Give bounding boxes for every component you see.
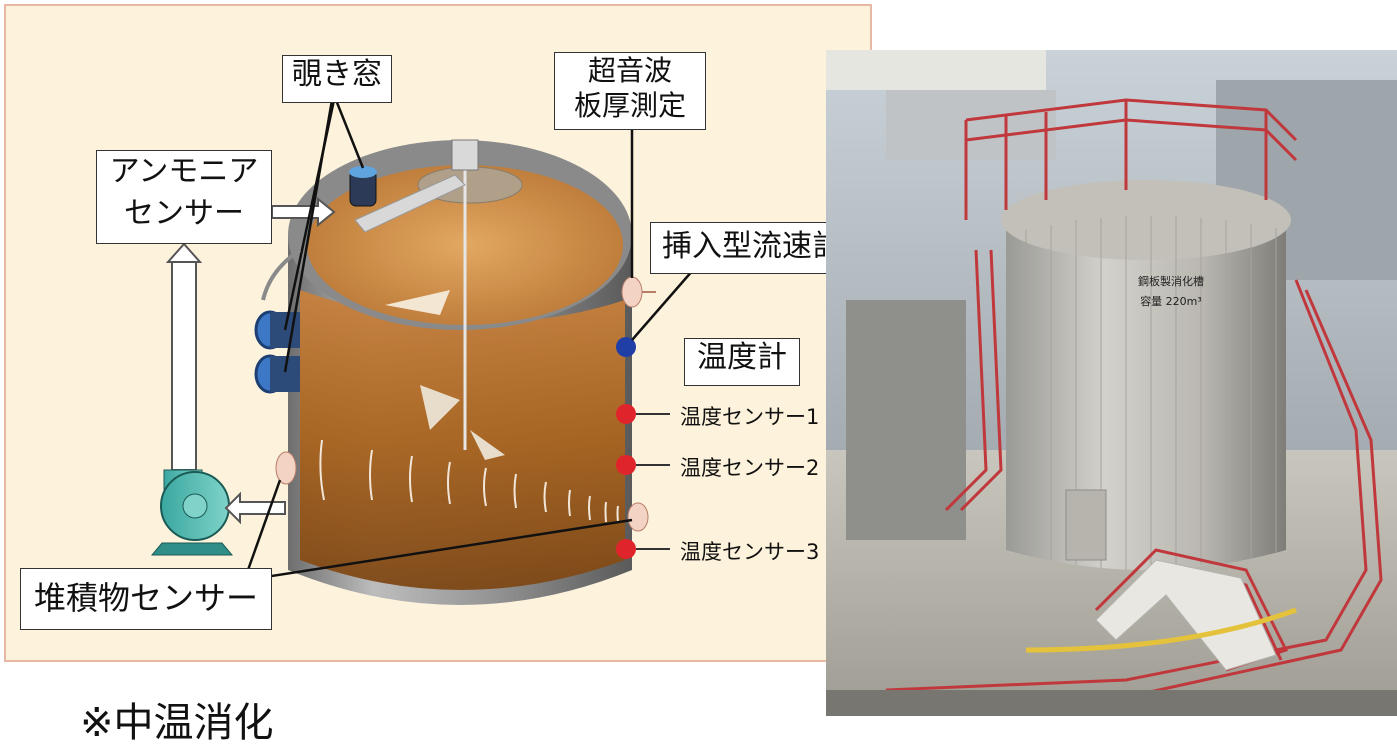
side-tank [846,300,966,540]
flow-meter-label: 挿入型流速計 [650,222,854,274]
temperature-sensor-dot-1 [616,404,636,424]
digester-photo: 鋼板製消化槽 容量 220m³ [826,50,1397,716]
stirrer-blade [385,290,450,315]
digester-diagram [150,99,701,605]
ultrasonic-line2: 板厚測定 [573,89,686,122]
sediment-arrow [224,491,286,525]
temperature-sensor-2-label: 温度センサー2 [680,456,820,480]
tank-sign-line1: 鋼板製消化槽 [1138,274,1204,288]
ammonia-sensor-label: アンモニア センサー [96,150,272,244]
tank-sign-line2: 容量 220m³ [1140,294,1202,308]
ultrasonic-sensor [621,276,643,308]
red-railings [885,98,1383,707]
peep-window-roof-top [349,166,377,178]
sediment-sensor-right [627,502,649,532]
ultrasonic-thickness-label: 超音波 板厚測定 [554,52,706,130]
ultrasonic-waves [319,439,619,523]
ammonia-line2: センサー [124,196,244,231]
temperature-sensor-3-label: 温度センサー3 [680,540,820,564]
ultrasonic-line1: 超音波 [587,54,672,87]
temperature-sensor-1-label: 温度センサー1 [680,405,820,429]
stirrer-blade [420,385,460,430]
sediment-sensor-label: 堆積物センサー [20,568,272,630]
ammonia-arrow-right [271,196,336,228]
roof-stairway [354,174,466,233]
white-staircase [1095,559,1277,671]
motor [451,139,479,171]
caption-mesophilic: ※中温消化 [80,700,274,746]
temperature-sensor-dot-3 [616,539,636,559]
thermometer-label: 温度計 [684,338,800,386]
sediment-sensor-left [275,451,297,485]
flow-meter-dot [616,337,636,357]
pump-icon [150,469,234,556]
ammonia-arrow-up [165,242,203,263]
ammonia-line1: アンモニア [109,154,259,189]
ammonia-pipe [171,257,197,471]
stirrer-blade [470,430,505,460]
tank-contents [300,290,625,590]
peep-window-label: 覗き窓 [282,55,392,103]
temperature-sensor-dot-2 [616,455,636,475]
